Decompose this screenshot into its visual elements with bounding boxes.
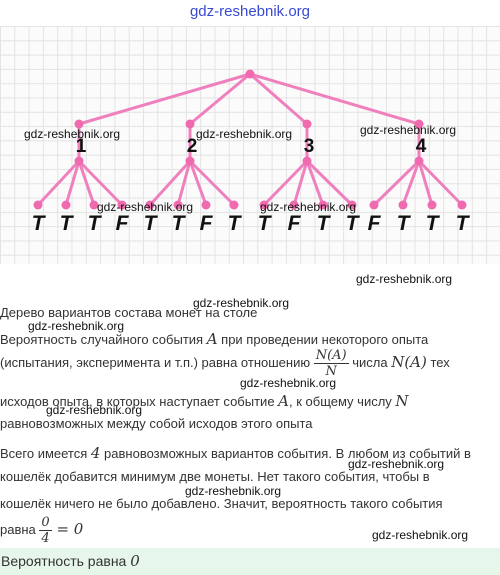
watermark: gdz-reshebnik.org [360, 123, 457, 137]
leaf-node [173, 200, 183, 210]
leaf-label: F [288, 212, 302, 235]
leaf-label: T [228, 212, 243, 235]
watermark: gdz-reshebnik.org [185, 484, 282, 498]
watermark: gdz-reshebnik.org [193, 296, 290, 310]
leaf-label: F [116, 212, 130, 235]
leaf-node [61, 200, 71, 210]
branch-label: 1 [76, 136, 87, 157]
tree-grid-background [0, 26, 500, 264]
definition-line-1: Вероятность случайного события A при про… [0, 330, 429, 348]
leaf-label: T [317, 212, 332, 235]
leaf-label: T [60, 212, 75, 235]
definition-line-3: исходов опыта, в которых наступает событ… [0, 392, 409, 410]
leaf-node [145, 200, 155, 210]
leaf-label: T [172, 212, 187, 235]
watermark: gdz-reshebnik.org [196, 127, 293, 141]
watermark: gdz-reshebnik.org [97, 200, 194, 214]
leaf-node [398, 200, 408, 210]
branch-node [185, 119, 195, 129]
leaf-node [89, 200, 99, 210]
leaf-node [33, 200, 43, 210]
branch-node [414, 119, 424, 129]
watermark: gdz-reshebnik.org [348, 457, 445, 471]
watermark: gdz-reshebnik.org [46, 403, 143, 417]
leaf-label: T [426, 212, 441, 235]
leaf-label: T [456, 212, 471, 235]
leaf-label: T [397, 212, 412, 235]
leaf-label: T [88, 212, 103, 235]
branch-node [74, 119, 84, 129]
watermark: gdz-reshebnik.org [24, 127, 121, 141]
watermark: gdz-reshebnik.org [240, 376, 337, 390]
definition-line-2: (испытания, эксперимента и т.п.) равна о… [0, 348, 450, 379]
branch-label: 4 [416, 136, 427, 157]
leaf-node [369, 200, 379, 210]
site-header-link[interactable]: gdz-reshebnik.org [189, 3, 311, 20]
branch-node [302, 119, 312, 129]
solution-line-1: Всего имеется 4 равновозможных вариантов… [0, 444, 471, 462]
branch-split-node [74, 156, 84, 166]
branch-split-node [302, 156, 312, 166]
leaf-node [117, 200, 127, 210]
ratio-fraction: N(A)N [313, 348, 349, 379]
leaf-label: F [368, 212, 382, 235]
answer-box: Вероятность равна 0 [0, 548, 500, 575]
branch-split-node [414, 156, 424, 166]
root-node [245, 69, 255, 79]
branch-label: 3 [304, 136, 315, 157]
watermark: gdz-reshebnik.org [356, 272, 453, 286]
leaf-node [229, 200, 239, 210]
tree-caption: Дерево вариантов состава монет на столе [0, 305, 258, 320]
leaf-label: F [200, 212, 214, 235]
leaf-node [318, 200, 328, 210]
leaf-node [347, 200, 357, 210]
leaf-label: T [32, 212, 47, 235]
watermark: gdz-reshebnik.org [372, 528, 469, 542]
branch-split-node [185, 156, 195, 166]
leaf-node [289, 200, 299, 210]
leaf-node [259, 200, 269, 210]
leaf-label: T [346, 212, 361, 235]
watermark: gdz-reshebnik.org [260, 200, 357, 214]
solution-line-2: кошелёк добавится минимум две монеты. Не… [0, 469, 430, 484]
branch-label: 2 [187, 136, 198, 157]
definition-line-4: равновозможных между собой исходов этого… [0, 416, 313, 431]
leaf-label: T [144, 212, 159, 235]
solution-line-3: кошелёк ничего не было добавлено. Значит… [0, 496, 443, 511]
leaf-label: T [258, 212, 273, 235]
leaf-node [457, 200, 467, 210]
watermark: gdz-reshebnik.org [28, 319, 125, 333]
leaf-node [201, 200, 211, 210]
leaf-node [427, 200, 437, 210]
